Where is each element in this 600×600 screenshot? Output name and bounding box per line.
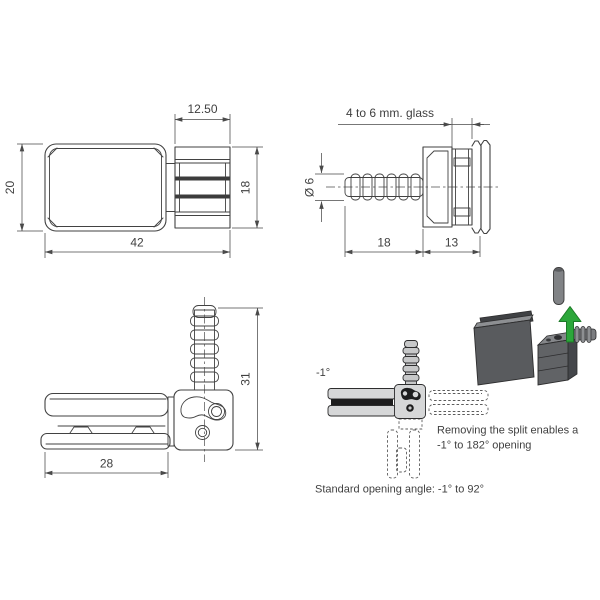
render-screw-hole [546, 338, 551, 342]
ribbed-pin-vertical [190, 305, 219, 391]
split-pin-top [554, 268, 564, 272]
dim-label-20: 20 [3, 181, 17, 195]
opening-view: -1° [315, 267, 597, 496]
knuckle-separator-2 [175, 194, 230, 199]
dim-label-diameter-6: Ø 6 [303, 178, 317, 198]
solid-hinge-mini [327, 340, 426, 430]
plate-outer-outline [44, 143, 167, 232]
hinge-knuckle-front [174, 146, 231, 229]
dim-pin-length: 18 [344, 206, 424, 257]
render-ribbed-pin [572, 326, 597, 343]
render-3d [473, 267, 597, 386]
render-clamp-plate [473, 319, 535, 386]
dim-label-42: 42 [130, 236, 144, 250]
bottom-jaw [40, 432, 171, 450]
dim-pin-diameter: Ø 6 [303, 153, 344, 222]
clamp-end-cap [480, 139, 491, 235]
screw-hole-outer [195, 425, 210, 440]
ghost-body-below [398, 418, 423, 430]
clamp-gasket-bottom [453, 207, 471, 217]
dim-total-width: 42 [44, 230, 231, 258]
glass-gasket-profile [57, 425, 166, 434]
dim-label-13: 13 [445, 236, 459, 250]
standard-opening-note: Standard opening angle: -1° to 92° [315, 484, 484, 496]
jaw-body-connector [167, 396, 175, 447]
mini-hole-1 [402, 391, 408, 396]
top-jaw [44, 392, 169, 417]
mini-hole-2 [412, 391, 419, 398]
dim-knuckle-width: 12.50 [174, 102, 231, 144]
dim-label-31: 31 [239, 372, 253, 386]
split-note-line2: -1° to 182° opening [437, 440, 531, 452]
mini-bottom-jaw [327, 405, 397, 417]
ghost-open-right [428, 390, 489, 415]
glass-note: 4 to 6 mm. glass [346, 106, 434, 120]
knuckle-outline [174, 146, 231, 229]
render-body-front-face [537, 339, 569, 386]
mini-pin [402, 340, 420, 386]
clamp-plate-front [44, 143, 167, 232]
body-inner-chamfer [426, 150, 449, 224]
clamp-gasket-top [453, 157, 471, 167]
mini-glass-slot [331, 399, 393, 406]
plate-corner-chamfers [47, 147, 164, 228]
pivot-hole-outer [208, 403, 225, 420]
split-note-line1: Removing the split enables a [437, 425, 579, 437]
knuckle-inner-verticals [179, 162, 226, 213]
dim-total-height: 31 [218, 307, 263, 451]
dim-label-18-right: 18 [239, 181, 253, 195]
plate-knuckle-connector [165, 163, 176, 212]
mini-top-jaw [327, 388, 397, 400]
dim-knuckle-height: 18 [232, 146, 263, 229]
dim-label-18-pin: 18 [377, 236, 391, 250]
side-view: 4 to 6 mm. glass Ø 6 18 13 [303, 106, 498, 257]
glass-clamp-side [451, 139, 491, 235]
dim-plate-height: 20 [3, 143, 43, 232]
knuckle-gap-lines [174, 159, 231, 216]
dim-label-12-50: 12.50 [187, 102, 217, 116]
ghost-open-down [387, 429, 420, 479]
split-note: Removing the split enables a -1° to 182°… [437, 425, 579, 452]
hinge-body-assembled [173, 389, 234, 451]
assembled-view: 28 31 [40, 297, 263, 478]
clamp-jaws-side [40, 392, 175, 450]
front-view: 12.50 20 42 18 [3, 102, 263, 258]
green-up-arrow [558, 306, 582, 343]
dim-clamp-length: 28 [44, 452, 169, 478]
render-body-grooves [537, 352, 569, 372]
kidney-slot [180, 396, 227, 421]
pivot-hole-inner [211, 406, 222, 417]
dim-label-28: 28 [100, 457, 114, 471]
mini-hole-3-center [408, 406, 412, 410]
render-pin-hole [554, 335, 562, 340]
dim-glass-thickness: 4 to 6 mm. glass [338, 106, 490, 147]
dim-body-depth: 13 [422, 236, 481, 257]
split-pin-removed [553, 267, 565, 305]
knuckle-separator-1 [175, 176, 230, 181]
screw-hole-inner [197, 427, 208, 438]
plate-inner-outline [49, 148, 162, 227]
closed-angle-label: -1° [316, 367, 330, 379]
